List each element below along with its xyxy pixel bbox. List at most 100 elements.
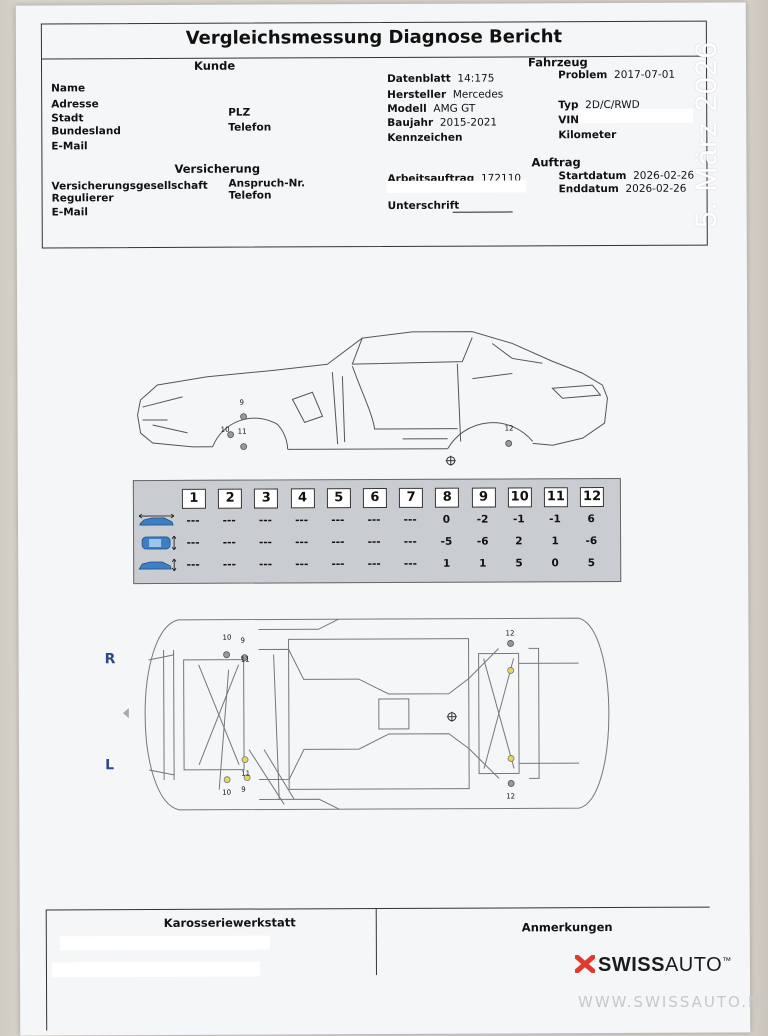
measurement-cell: -1 xyxy=(512,513,525,526)
measurement-cell: 6 xyxy=(587,513,595,526)
measurement-cell: -6 xyxy=(585,535,598,548)
vin-redaction xyxy=(578,108,694,124)
unterschrift-label: Unterschrift xyxy=(387,199,460,212)
measurement-cell: -5 xyxy=(440,535,453,548)
measurement-cell: --- xyxy=(186,514,200,527)
label-versicherung-telefon: Telefon xyxy=(228,189,272,202)
baujahr-row: Baujahr 2015-2021 xyxy=(387,116,498,129)
kennzeichen-label: Kennzeichen xyxy=(387,131,463,144)
measurement-cell: 1 xyxy=(442,557,451,570)
measurement-cell: 0 xyxy=(551,557,559,570)
measurement-cell: 0 xyxy=(442,513,451,526)
car-width-icon xyxy=(138,535,177,551)
column-header-10: 10 xyxy=(507,487,532,508)
measurement-cell: --- xyxy=(222,536,236,549)
kilometer-label: Kilometer xyxy=(558,128,617,142)
hersteller-row: Hersteller Mercedes xyxy=(387,88,504,101)
measurement-cell: -2 xyxy=(476,513,489,526)
workshop-redaction-1 xyxy=(59,935,270,951)
measurement-cell: --- xyxy=(331,536,345,549)
label-telefon: Telefon xyxy=(228,121,272,134)
top-point-11b: 11 xyxy=(241,770,250,778)
column-header-2: 2 xyxy=(218,488,243,509)
auftrag-heading: Auftrag xyxy=(531,155,581,170)
side-label-left: L xyxy=(105,757,115,774)
top-point-9a: 9 xyxy=(241,637,246,645)
measurement-cell: --- xyxy=(222,514,236,527)
modell-row: Modell AMG GT xyxy=(387,102,476,115)
measurement-cell: --- xyxy=(367,514,381,527)
column-header-5: 5 xyxy=(326,488,351,509)
car-height-icon xyxy=(138,557,177,572)
measurement-cell: -1 xyxy=(549,513,561,526)
startdatum-row: Startdatum 2026-02-26 xyxy=(558,169,695,183)
label-name: Name xyxy=(51,82,86,95)
measurement-cell: --- xyxy=(295,536,309,549)
side-label-right: R xyxy=(104,651,116,668)
datenblatt-row: Datenblatt 14:175 xyxy=(387,72,495,85)
top-point-12a: 12 xyxy=(505,629,514,637)
label-plz: PLZ xyxy=(228,106,251,119)
measurement-cell: --- xyxy=(295,558,309,571)
top-point-10a: 10 xyxy=(222,634,231,642)
side-point-11: 11 xyxy=(238,428,247,436)
measurement-cell: 1 xyxy=(551,535,559,548)
measurement-cell: --- xyxy=(403,535,417,548)
measurement-cell: 5 xyxy=(515,557,523,570)
karosseriewerkstatt-heading: Karosseriewerkstatt xyxy=(163,915,296,930)
side-point-9: 9 xyxy=(239,399,244,407)
footer-left-border xyxy=(45,910,48,1031)
measurement-cell: --- xyxy=(186,558,200,571)
measurement-cell: --- xyxy=(258,536,273,549)
date-stamp: 5. März 2026 xyxy=(690,40,723,228)
swissauto-logo-icon xyxy=(574,954,596,974)
vin-label: VIN xyxy=(558,114,580,127)
kunde-heading: Kunde xyxy=(193,58,236,73)
column-header-4: 4 xyxy=(290,488,315,509)
measurement-cell: --- xyxy=(331,558,345,571)
measurement-cell: --- xyxy=(222,558,236,571)
website-watermark: WWW.SWISSAUTO.NET xyxy=(578,993,768,1011)
title-divider xyxy=(41,55,706,60)
label-stadt: Stadt xyxy=(51,112,84,125)
top-point-10b: 10 xyxy=(222,789,231,797)
label-bundesland: Bundesland xyxy=(51,125,121,138)
label-email: E-Mail xyxy=(51,140,88,153)
car-length-icon xyxy=(138,513,176,527)
measurement-cell: --- xyxy=(186,536,200,549)
column-header-6: 6 xyxy=(362,487,387,509)
column-header-12: 12 xyxy=(580,487,605,508)
swissauto-logo: SWISSAUTO™ xyxy=(574,954,732,977)
side-point-12: 12 xyxy=(505,424,514,432)
measurement-cell: --- xyxy=(259,558,273,571)
measurement-cell: --- xyxy=(403,513,417,526)
measurement-cell: --- xyxy=(295,514,309,527)
measurement-values: --- --- --- --- --- --- --- 0 -2 -1 -1 6 --- --- --- --… xyxy=(134,479,620,571)
report-title: Vergleichsmessung Diagnose Bericht xyxy=(185,26,563,49)
versicherung-heading: Versicherung xyxy=(174,161,261,176)
measurement-cell: 5 xyxy=(587,557,596,570)
measurement-cell: --- xyxy=(403,557,417,570)
anmerkungen-heading: Anmerkungen xyxy=(521,920,613,935)
column-header-3: 3 xyxy=(254,488,279,509)
measurement-cell: 1 xyxy=(479,557,487,570)
measurement-cell: --- xyxy=(367,558,381,571)
workshop-redaction-2 xyxy=(51,961,260,978)
header-box: Vergleichsmessung Diagnose Bericht Kunde… xyxy=(40,20,708,249)
report-paper: Vergleichsmessung Diagnose Bericht Kunde… xyxy=(15,2,751,1036)
problem-row: Problem 2017-07-01 xyxy=(558,68,676,82)
label-versicherung-email: E-Mail xyxy=(51,206,88,219)
measurement-cell: --- xyxy=(331,514,345,527)
label-versicherungsgesellschaft: Versicherungsgesellschaft xyxy=(51,179,208,193)
label-anspruch: Anspruch-Nr. xyxy=(228,177,306,190)
label-regulierer: Regulierer xyxy=(51,192,114,205)
label-adresse: Adresse xyxy=(51,98,99,111)
fahrzeug-heading: Fahrzeug xyxy=(527,55,588,70)
column-header-9: 9 xyxy=(471,487,496,508)
signature-line xyxy=(452,211,513,213)
column-header-11: 11 xyxy=(543,487,568,508)
measurement-cell: -6 xyxy=(476,535,489,548)
enddatum-row: Enddatum 2026-02-26 xyxy=(558,182,687,196)
